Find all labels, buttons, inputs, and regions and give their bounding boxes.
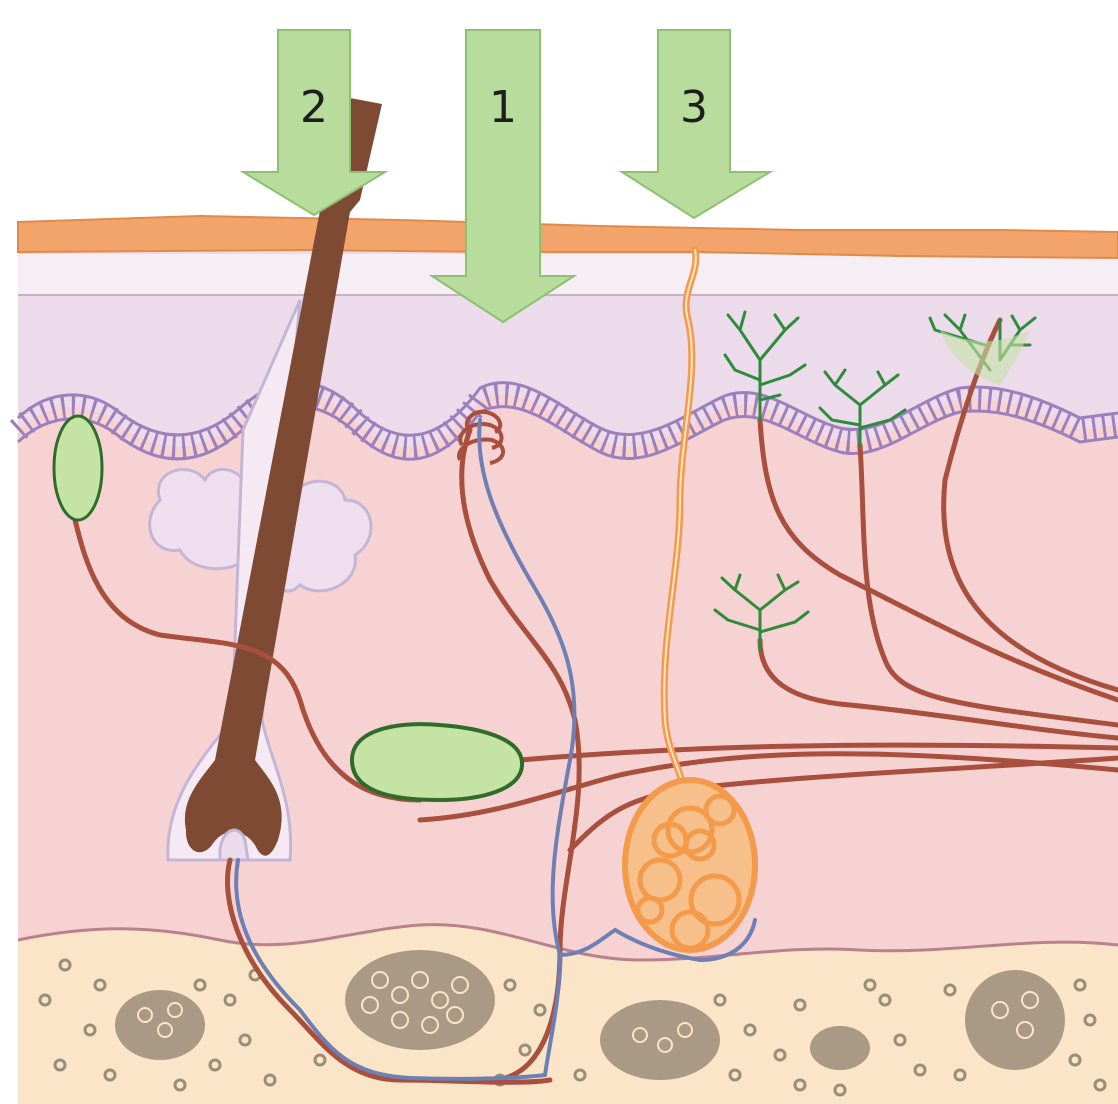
hair-papilla [220, 830, 248, 860]
arrow-3-label: 3 [680, 82, 708, 133]
arrow-1: 1 [432, 30, 574, 322]
arrow-1-shape [432, 30, 574, 322]
arrow-1-label: 1 [489, 82, 517, 133]
arrow-3: 3 [622, 30, 770, 218]
pacinian-corpuscle [352, 724, 522, 800]
ruffini-ending [54, 416, 102, 520]
stratum-corneum [18, 216, 1118, 258]
arrow-2-label: 2 [300, 82, 328, 133]
stratum-corneum-light-band [18, 254, 1118, 294]
